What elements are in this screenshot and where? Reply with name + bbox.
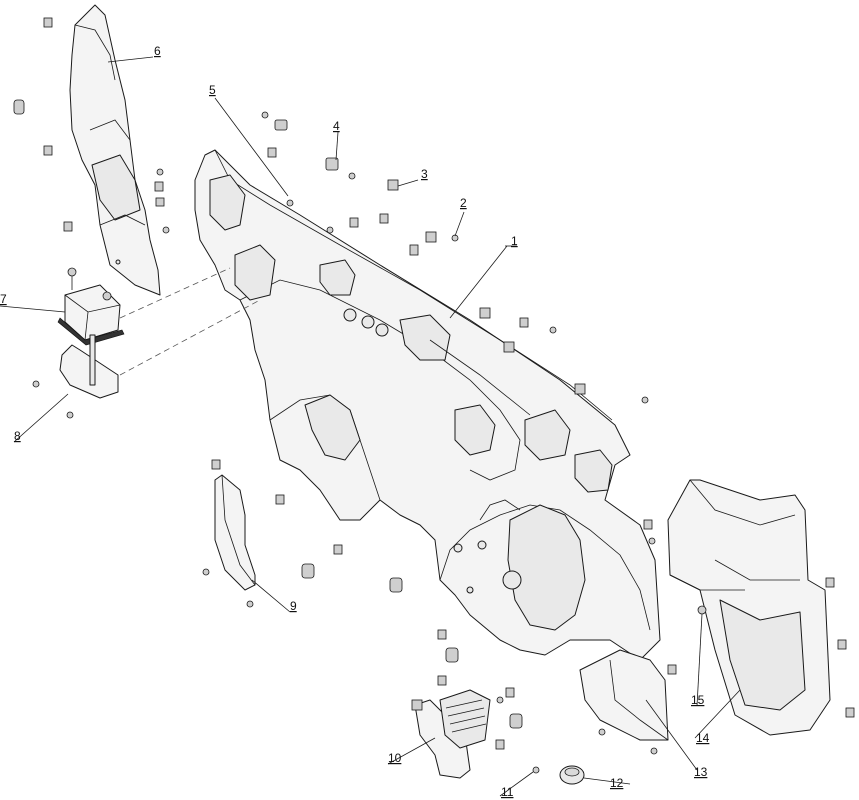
fastener-clips xyxy=(13,17,855,750)
part-7-module-box xyxy=(57,267,125,346)
callout-6: 6 xyxy=(154,44,161,58)
callout-4: 4 xyxy=(333,119,340,133)
callout-12: 12 xyxy=(610,776,624,790)
callout-1: 1 xyxy=(511,234,518,248)
callout-8: 8 xyxy=(14,429,21,443)
callout-3: 3 xyxy=(421,167,428,181)
part-1-main-panel xyxy=(194,149,661,661)
part-15-screw xyxy=(697,605,707,615)
part-6-left-upper-duct xyxy=(69,4,161,296)
part-9-lower-shield xyxy=(202,474,256,608)
callout-13: 13 xyxy=(694,765,708,779)
part-14-right-duct xyxy=(667,479,831,736)
callout-9: 9 xyxy=(290,599,297,613)
callout-14: 14 xyxy=(696,731,710,745)
part-8-bracket xyxy=(32,334,119,419)
part-10-boot-bracket xyxy=(411,689,491,779)
callout-labels: 1 2 3 4 5 6 7 8 9 10 11 12 13 14 15 xyxy=(0,44,710,799)
leader-lines xyxy=(0,56,741,797)
callout-7: 7 xyxy=(0,292,7,306)
alignment-line-lower xyxy=(119,299,261,376)
callout-2: 2 xyxy=(460,196,467,210)
part-11-screw xyxy=(532,766,540,774)
callout-15: 15 xyxy=(691,693,705,707)
callout-10: 10 xyxy=(388,751,402,765)
part-13-lower-right-shield xyxy=(579,649,669,755)
part-12-grommet xyxy=(559,765,585,785)
alignment-line-upper xyxy=(119,267,231,319)
callout-5: 5 xyxy=(209,83,216,97)
callout-11: 11 xyxy=(501,785,514,799)
